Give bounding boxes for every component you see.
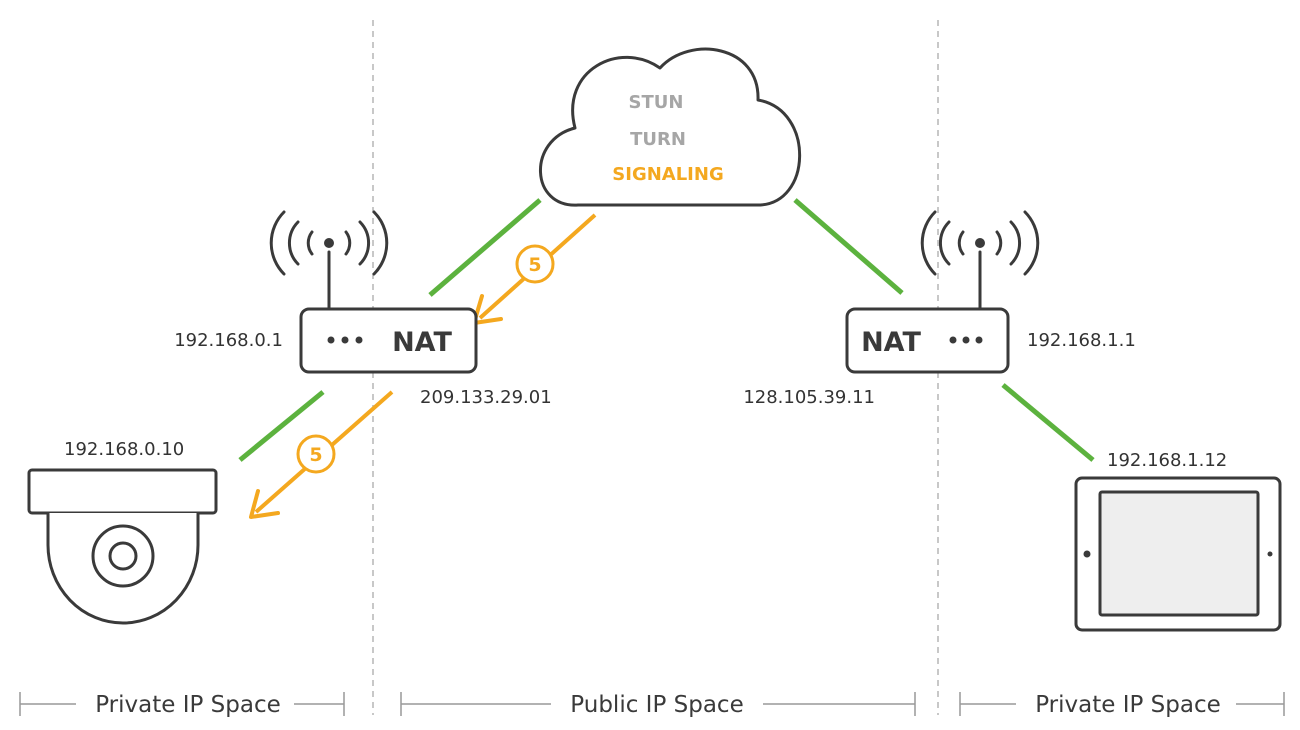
tablet-ip: 192.168.1.12 bbox=[1107, 450, 1227, 471]
step-badge-left-router-to-camera: 5 bbox=[296, 434, 336, 474]
router-box bbox=[845, 307, 1010, 374]
zone-label-left: Private IP Space bbox=[95, 692, 281, 718]
tablet-icon bbox=[1074, 476, 1282, 632]
zone-right bbox=[959, 692, 1285, 716]
step-number: 5 bbox=[528, 254, 541, 276]
wifi-signal-icon bbox=[920, 210, 1040, 311]
cloud-icon: STUN TURN SIGNALING bbox=[539, 47, 802, 207]
wifi-signal-icon bbox=[269, 210, 389, 311]
cloud-service-turn: TURN bbox=[630, 129, 686, 150]
router-box bbox=[299, 307, 478, 374]
cloud-service-stun: STUN bbox=[629, 92, 684, 113]
zone-label-right: Private IP Space bbox=[1035, 692, 1221, 718]
link-cloud-right-router bbox=[793, 198, 904, 295]
camera-ip: 192.168.0.10 bbox=[64, 439, 184, 460]
left-nat-router: NAT bbox=[269, 210, 478, 374]
step-badge-cloud-to-left-router: 5 bbox=[515, 244, 555, 284]
security-camera-icon bbox=[27, 468, 218, 625]
zone-label-center: Public IP Space bbox=[570, 692, 743, 718]
cloud-service-signaling: SIGNALING bbox=[612, 164, 723, 185]
right-router-private-ip: 192.168.1.1 bbox=[1027, 330, 1136, 351]
nat-label: NAT bbox=[861, 327, 921, 358]
status-dots-icon bbox=[949, 336, 983, 344]
left-router-public-ip: 209.133.29.01 bbox=[420, 387, 552, 408]
status-dots-icon bbox=[327, 336, 363, 344]
left-router-private-ip: 192.168.0.1 bbox=[174, 330, 283, 351]
link-right-router-tablet bbox=[1001, 383, 1095, 462]
right-router-public-ip: 128.105.39.11 bbox=[743, 387, 875, 408]
right-nat-router: NAT bbox=[845, 210, 1040, 374]
link-left-router-camera bbox=[238, 390, 325, 462]
zone-center bbox=[400, 692, 916, 716]
zone-left bbox=[19, 692, 345, 716]
link-cloud-left-router bbox=[428, 198, 542, 297]
step-number: 5 bbox=[309, 444, 322, 466]
nat-label: NAT bbox=[392, 327, 452, 358]
